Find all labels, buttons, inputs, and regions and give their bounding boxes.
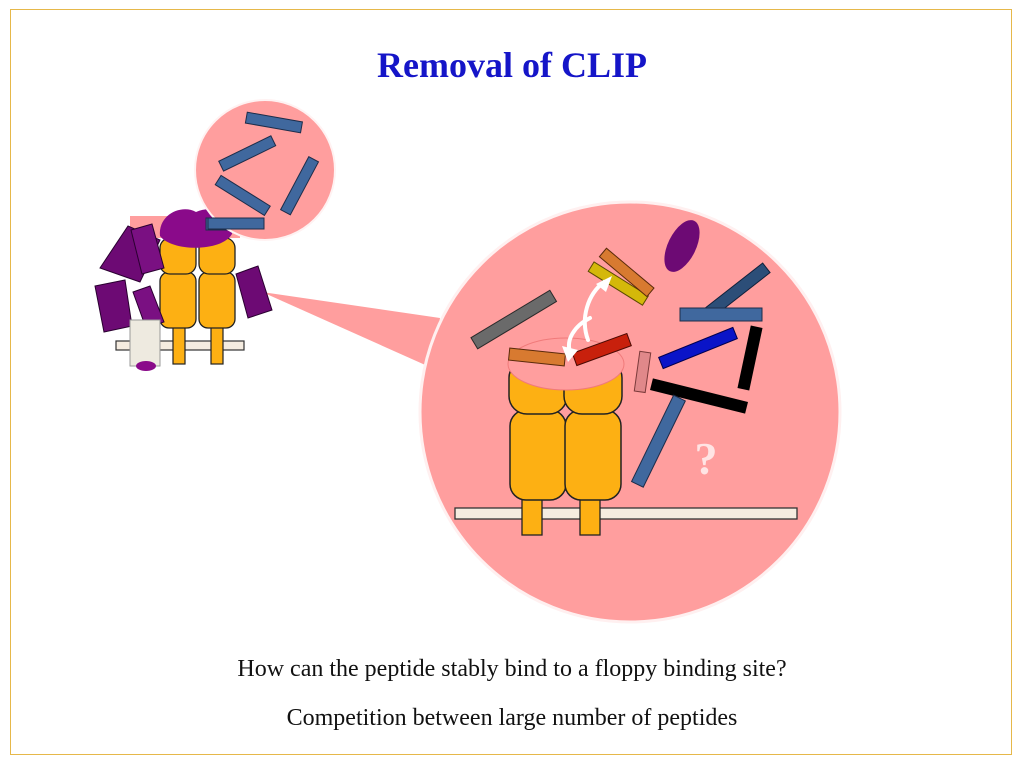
yellow-peptide [587, 261, 650, 306]
caption-competition: Competition between large number of pept… [286, 705, 738, 731]
zoom-wedge [262, 292, 440, 368]
blue-peptide-flat [679, 307, 763, 322]
question-mark: ? [695, 433, 718, 484]
membrane [454, 507, 798, 520]
pink-peptide [633, 350, 652, 394]
gray-peptide [470, 289, 558, 350]
small-peptide-bubble [194, 99, 336, 241]
small-mhc-complex [94, 209, 273, 371]
orange-peptide [598, 247, 655, 298]
black-peptide-vertical [737, 325, 763, 391]
black-peptide-horizontal [650, 378, 748, 414]
small-white-block [129, 319, 161, 367]
orange-peptide-in-groove [507, 347, 567, 367]
bright-blue-peptide [658, 326, 738, 370]
zoom-bubble: ? [418, 200, 842, 624]
slide-title: Removal of CLIP [377, 45, 647, 85]
caption-question: How can the peptide stably bind to a flo… [237, 656, 787, 682]
clip-peptide [571, 332, 632, 367]
blue-peptide-low [630, 394, 687, 488]
slide-frame [10, 9, 1012, 755]
purple-oval [664, 220, 700, 272]
